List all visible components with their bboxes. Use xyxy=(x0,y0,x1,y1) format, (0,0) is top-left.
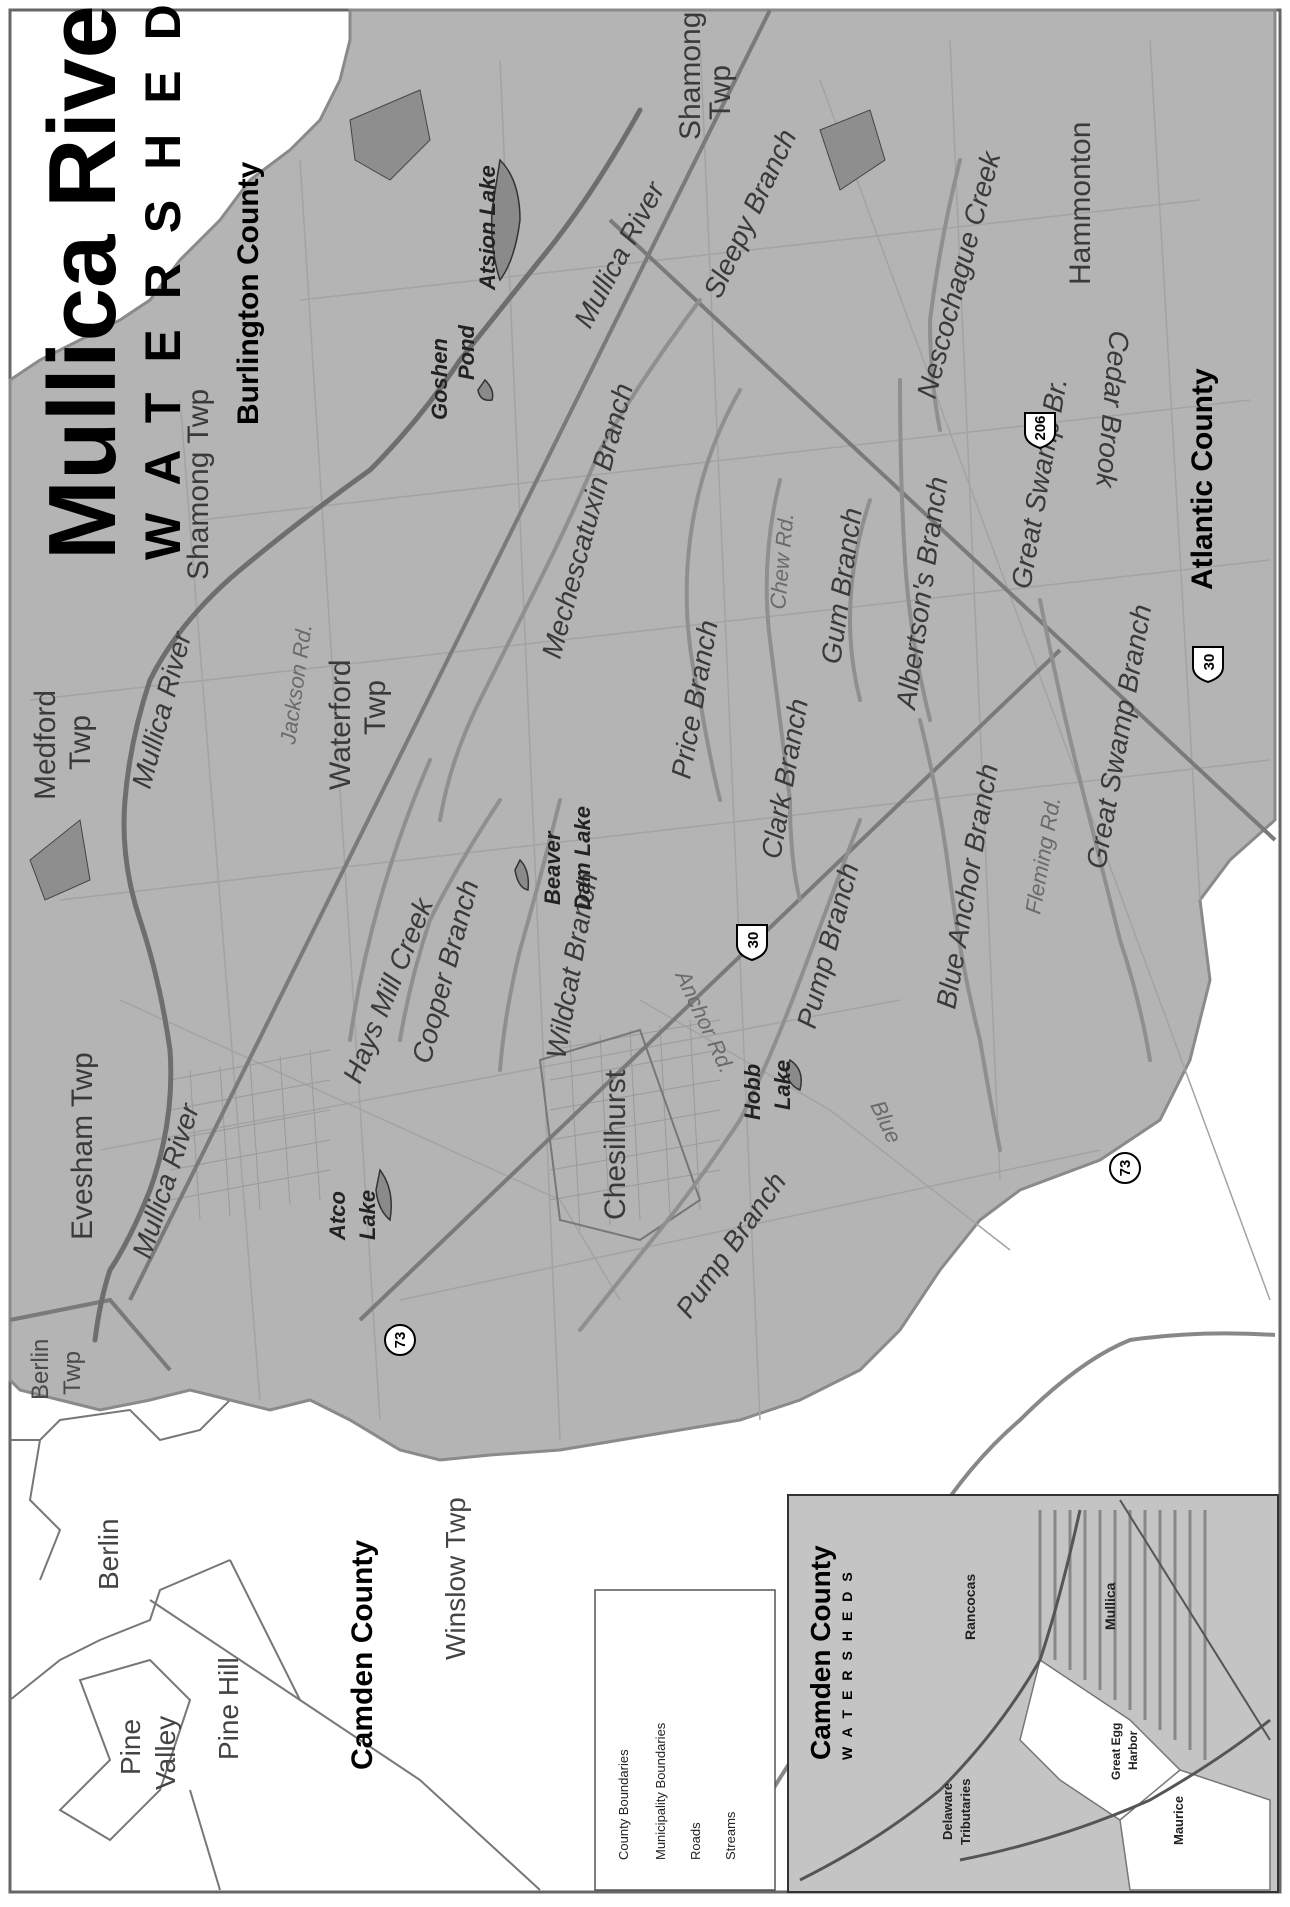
inset-map: Camden County WATERSHEDS Rancocas Mullic… xyxy=(787,1494,1279,1893)
goshen-pond xyxy=(477,378,494,402)
watershed-area xyxy=(8,8,1277,1462)
stream-hays-mill-creek xyxy=(348,758,432,1042)
muni-label-berlin: Berlin xyxy=(93,1518,124,1590)
muni-label-pine-valley-2: Valley xyxy=(150,1716,181,1790)
route-shield-nj73-b-label: 73 xyxy=(1117,1160,1134,1177)
county-label-atlantic: Atlantic County xyxy=(1186,368,1219,590)
muni-label-shamong-twp-top-2: Twp xyxy=(704,65,737,120)
camden-muni-lines xyxy=(9,1289,541,1891)
atco-lake xyxy=(375,1168,392,1222)
map-subtitle: WATERSHED xyxy=(135,0,191,560)
stream-nescochague-creek xyxy=(927,158,962,432)
map-title: Mullica River xyxy=(29,0,136,560)
inset-label-rancocas: Rancocas xyxy=(962,1574,978,1640)
atsion-lake xyxy=(490,158,521,282)
stream-pump-branch xyxy=(578,818,862,1332)
route-shield-nj73-a-label: 73 xyxy=(392,1332,409,1349)
muni-label-medford-2: Twp xyxy=(64,715,97,770)
route-shield-us206-label: 206 xyxy=(1032,415,1049,440)
stream-mullica-river xyxy=(92,107,643,1343)
county-label-burlington: Burlington County xyxy=(232,161,265,425)
muni-label-hammonton: Hammonton xyxy=(1064,122,1097,285)
lake-label-goshen-pond-2: Pond xyxy=(454,324,479,380)
route-shield-us30-b-label: 30 xyxy=(1201,654,1218,671)
route-shield-us30-a-label: 30 xyxy=(745,932,762,949)
stream-clark-branch xyxy=(764,478,802,902)
legend-item-county-boundaries: County Boundaries xyxy=(616,1749,631,1860)
route-shield-nj73-a: 73 xyxy=(384,1324,416,1356)
county-label-camden: Camden County xyxy=(346,1540,379,1770)
muni-label-winslow-twp: Winslow Twp xyxy=(440,1497,471,1660)
stream-blue-anchor-branch xyxy=(918,718,1002,1152)
muni-label-waterford-1: Waterford xyxy=(324,659,357,790)
muni-label-pine-hill: Pine Hill xyxy=(213,1657,244,1760)
beaver-dam-lake xyxy=(514,858,530,891)
lake-label-goshen-pond-1: Goshen xyxy=(427,338,452,420)
muni-label-chesilhurst: Chesilhurst xyxy=(599,1069,632,1220)
stream-cooper-branch xyxy=(398,798,502,1042)
lake-label-atco-lake-1: Atco xyxy=(325,1191,350,1241)
town-grid-chesilhurst xyxy=(549,1019,721,1231)
route-shield-nj73-b: 73 xyxy=(1109,1152,1141,1184)
inset-label-mullica: Mullica xyxy=(1102,1582,1118,1630)
stream-mechescatuxin-branch xyxy=(438,298,702,822)
developed-patches xyxy=(29,89,886,901)
legend-item-streams: Streams xyxy=(723,1811,738,1860)
lake-label-atco-lake-2: Lake xyxy=(355,1190,380,1240)
muni-label-waterford-2: Twp xyxy=(359,680,392,735)
lake-label-hobb-lake-1: Hobb xyxy=(740,1064,765,1120)
streams-layer xyxy=(92,107,1152,1343)
route-shield-us30-a: 30 xyxy=(736,924,768,962)
inset-mullica-region xyxy=(1038,1510,1207,1760)
stream-great-swamp-branch xyxy=(1038,598,1152,1062)
inset-title: Camden County xyxy=(805,1545,836,1760)
lake-label-hobb-lake-2: Lake xyxy=(770,1060,795,1110)
county-boundaries xyxy=(9,9,1277,1372)
lake-label-beaver-dam-lake-2: Dam Lake xyxy=(570,806,595,910)
inset-maurice-region xyxy=(1119,1769,1271,1891)
muni-label-pine-valley-1: Pine xyxy=(115,1719,146,1775)
muni-label-shamong-twp: Shamong Twp xyxy=(182,389,215,580)
legend-item-municipality-boundaries: Municipality Boundaries xyxy=(653,1722,668,1860)
lake-label-beaver-dam-lake-1: Beaver xyxy=(540,830,565,905)
lakes-layer xyxy=(375,158,802,1222)
hobb-lake xyxy=(785,1058,802,1092)
route-shield-us206: 206 xyxy=(1024,412,1056,450)
inset-label-great-egg-1: Great Egg xyxy=(1109,1723,1123,1780)
inset-label-maurice: Maurice xyxy=(1171,1796,1186,1845)
town-grid-atco xyxy=(169,1049,331,1221)
inset-label-great-egg-2: Harbor xyxy=(1126,1730,1140,1770)
stream-gum-branch xyxy=(847,498,872,702)
muni-label-shamong-twp-top-1: Shamong xyxy=(674,12,707,140)
roads-layer xyxy=(29,39,1271,1441)
inset-subtitle: WATERSHEDS xyxy=(839,1562,855,1760)
muni-label-evesham-twp: Evesham Twp xyxy=(66,1052,99,1240)
route-shield-us30-b: 30 xyxy=(1192,646,1224,684)
muni-label-medford-1: Medford xyxy=(29,690,62,800)
muni-label-berlin-twp-1: Berlin xyxy=(27,1339,54,1400)
lake-label-atsion-lake: Atsion Lake xyxy=(475,165,500,291)
map-legend: County Boundaries Municipality Boundarie… xyxy=(594,1589,776,1891)
inset-label-delaware-2: Tributaries xyxy=(958,1779,973,1845)
stream-wildcat-branch xyxy=(498,798,562,1072)
inset-label-delaware-1: Delaware xyxy=(940,1783,955,1840)
muni-label-berlin-twp-2: Twp xyxy=(59,1351,86,1395)
legend-item-roads: Roads xyxy=(688,1822,703,1860)
stream-price-branch xyxy=(684,388,742,802)
stream-albertsons-branch xyxy=(898,378,932,722)
